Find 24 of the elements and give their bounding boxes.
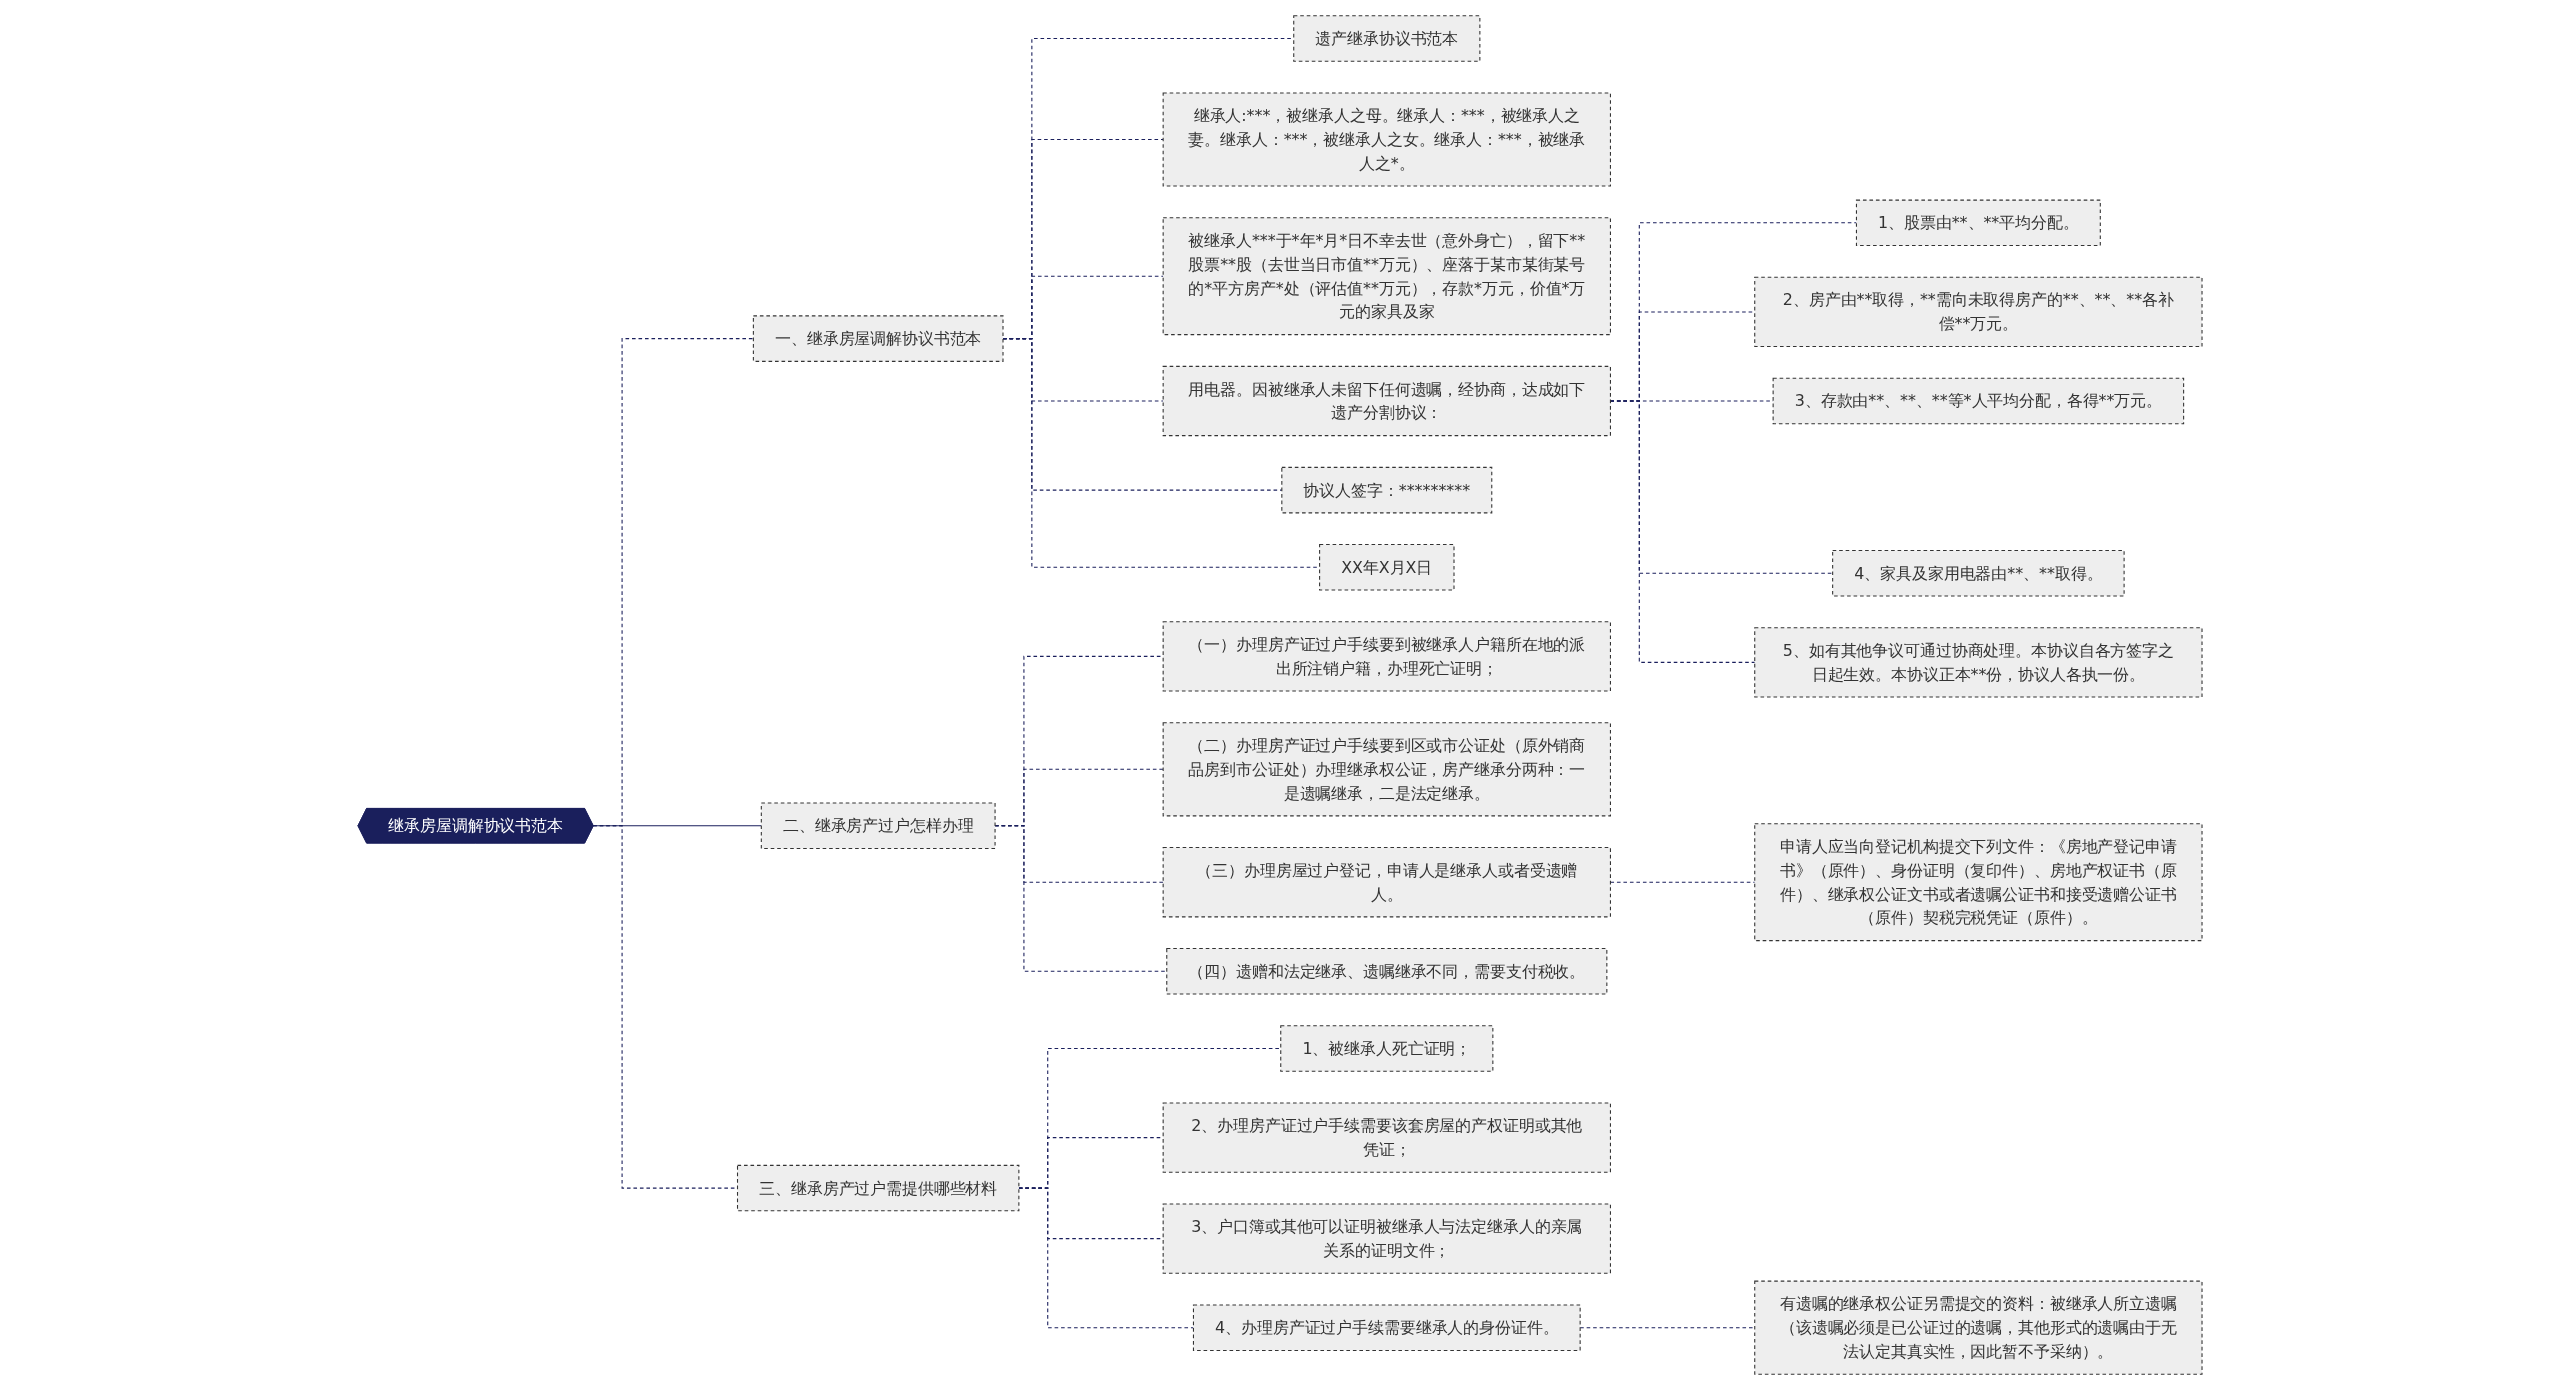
node-box: 协议人签字：********* — [1281, 466, 1493, 514]
node-box: （三）办理房屋过户登记，申请人是继承人或者受遗赠人。 — [1162, 847, 1611, 918]
node-box: 4、家具及家用电器由**、**取得。 — [1832, 550, 2125, 597]
node-box: 2、办理房产证过户手续需要该套房屋的产权证明或其他凭证； — [1162, 1102, 1611, 1173]
node-box: 用电器。因被继承人未留下任何遗嘱，经协商，达成如下遗产分割协议： — [1162, 365, 1611, 437]
node-box: （一）办理房产证过户手续要到被继承人户籍所在地的派出所注销户籍，办理死亡证明； — [1162, 621, 1611, 692]
node-box: 4、办理房产证过户手续需要继承人的身份证件。 — [1192, 1304, 1581, 1351]
node-box: XX年X月X日 — [1319, 544, 1455, 591]
node-box: 5、如有其他争议可通过协商处理。本协议自各方签字之日起生效。本协议正本**份，协议人各执一份。 — [1754, 627, 2203, 698]
node-box: 1、被继承人死亡证明； — [1280, 1025, 1494, 1072]
node-box: 遗产继承协议书范本 — [1293, 15, 1481, 62]
node-box: （二）办理房产证过户手续要到区或市公证处（原外销商品房到市公证处）办理继承权公证，房产继承分两种：一是遗嘱继承，二是法定继承。 — [1162, 722, 1611, 817]
node-box: 3、户口簿或其他可以证明被继承人与法定继承人的亲属关系的证明文件； — [1162, 1203, 1611, 1274]
node-box: 二、继承房产过户怎样办理 — [760, 802, 996, 849]
node-box: 1、股票由**、**平均分配。 — [1855, 199, 2101, 247]
node-box: 有遗嘱的继承权公证另需提交的资料：被继承人所立遗嘱（该遗嘱必须是已公证过的遗嘱，其他形式的遗嘱由于无法认定其真实性，因此暂不予采纳）。 — [1754, 1280, 2203, 1375]
node-box: 一、继承房屋调解协议书范本 — [752, 315, 1004, 362]
node-box: 2、房产由**取得，**需向未取得房产的**、**、**各补偿**万元。 — [1754, 276, 2203, 348]
node-box: （四）遗赠和法定继承、遗嘱继承不同，需要支付税收。 — [1166, 948, 1608, 995]
node-box: 申请人应当向登记机构提交下列文件：《房地产登记申请书》（原件）、身份证明（复印件）、房地产权证书（原件）、继承权公证文书或者遗嘱公证书和接受遗赠公证书（原件）契税完税凭证（原件）。 — [1754, 823, 2203, 942]
node-box: 三、继承房产过户需提供哪些材料 — [736, 1164, 1020, 1212]
node-box: 被继承人***于*年*月*日不幸去世（意外身亡），留下**股票**股（去世当日市值**万元）、座落于某市某街某号的*平方房产*处（评估值**万元），存款*万元，价值*万元的家具及家 — [1162, 217, 1611, 336]
node-box: 继承人:***，被继承人之母。继承人：***，被继承人之妻。继承人：***，被继承人之女。继承人：***，被继承人之*。 — [1162, 92, 1611, 187]
node-box: 3、存款由**、**、**等*人平均分配，各得**万元。 — [1772, 377, 2185, 425]
